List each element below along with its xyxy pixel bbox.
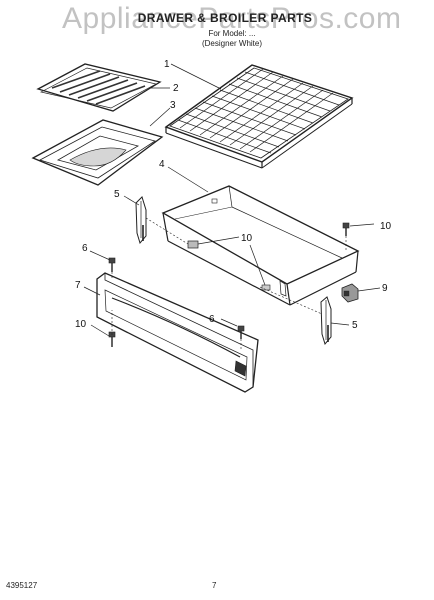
callout-10-right: 10 bbox=[380, 221, 392, 232]
callout-7: 7 bbox=[75, 280, 81, 291]
model-line: For Model: ... bbox=[208, 29, 256, 38]
callout-2: 2 bbox=[173, 83, 179, 94]
drawer-front-panel-part bbox=[96, 272, 259, 393]
diagram-title: DRAWER & BROILER PARTS bbox=[137, 11, 313, 25]
bracket-part bbox=[341, 283, 359, 303]
screw-part-upper bbox=[108, 257, 116, 272]
callout-6-left: 6 bbox=[82, 243, 88, 254]
fastener-part-top-right bbox=[342, 222, 350, 236]
drawer-slide-right bbox=[320, 296, 332, 346]
drawer-body-part bbox=[161, 185, 360, 306]
watermark-text: AppliancePartsPros.com bbox=[62, 2, 402, 35]
oven-rack-part bbox=[164, 64, 354, 169]
callout-10-middle: 10 bbox=[241, 233, 253, 244]
broiler-grid-part bbox=[36, 63, 162, 112]
callout-4: 4 bbox=[159, 159, 165, 170]
callout-1: 1 bbox=[164, 59, 170, 70]
broiler-pan-part bbox=[31, 119, 164, 186]
drawer-slide-left bbox=[135, 196, 147, 245]
callout-5-left: 5 bbox=[114, 189, 120, 200]
callout-9: 9 bbox=[382, 283, 388, 294]
callout-3: 3 bbox=[170, 100, 176, 111]
callout-6-right: 6 bbox=[209, 314, 215, 325]
dashed-alignment-lines bbox=[111, 217, 347, 350]
callout-5-right: 5 bbox=[352, 320, 358, 331]
variant-line: (Designer White) bbox=[201, 39, 262, 48]
callout-10-bottom: 10 bbox=[75, 319, 87, 330]
page-number: 7 bbox=[212, 581, 217, 590]
document-number: 4395127 bbox=[6, 581, 38, 590]
leader-lines bbox=[83, 63, 381, 337]
